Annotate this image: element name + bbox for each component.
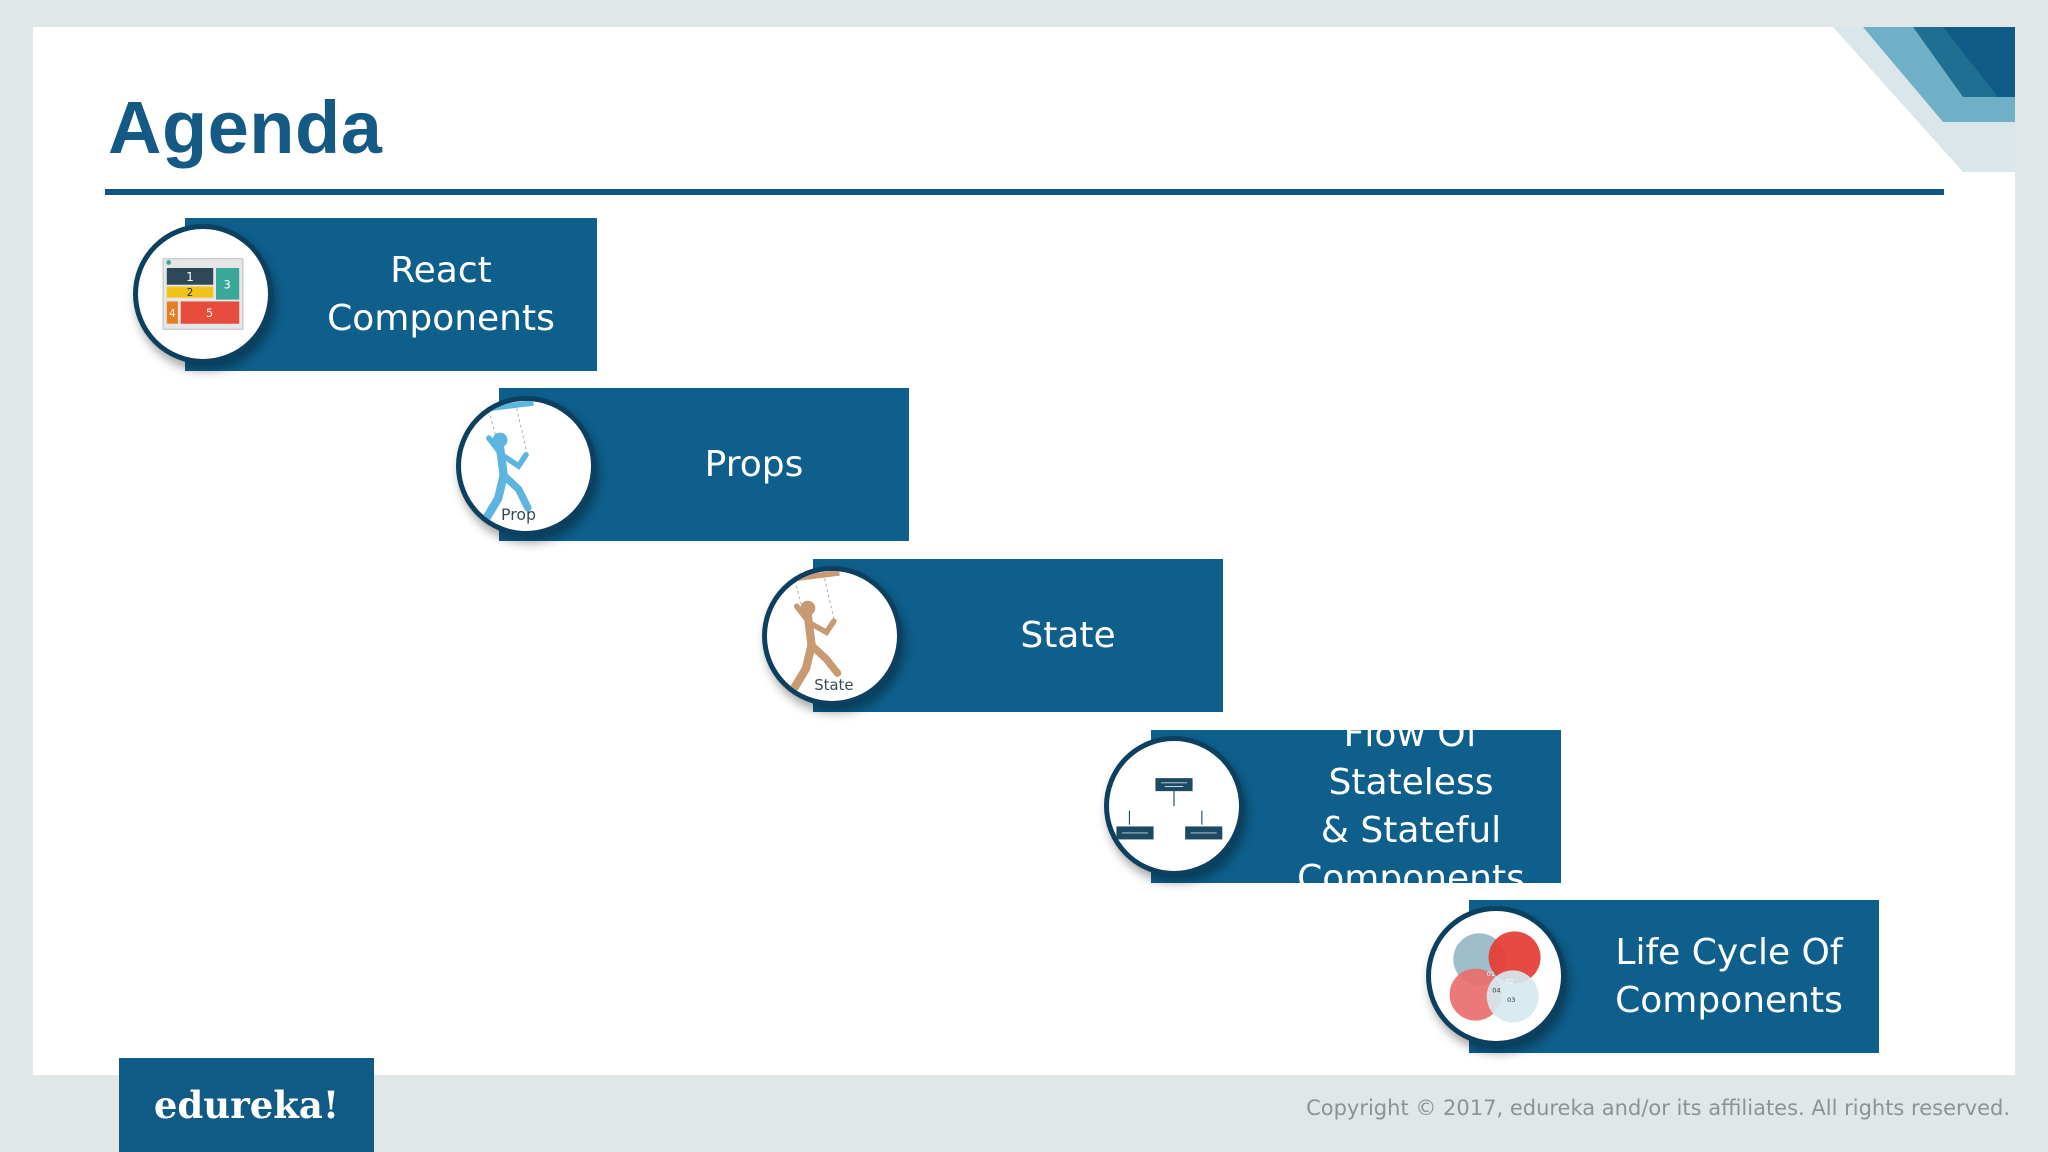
svg-text:02: 02 — [1505, 977, 1513, 985]
svg-text:2: 2 — [187, 288, 194, 299]
title-underline — [105, 189, 1944, 195]
agenda-item-label: Props — [704, 443, 804, 485]
lifecycle-venn-icon: 04 02 03 01 — [1426, 906, 1566, 1046]
svg-text:04: 04 — [1492, 987, 1500, 995]
agenda-item-label: Life Cycle Of Components — [1615, 931, 1843, 1021]
page-title: Agenda — [108, 86, 383, 169]
svg-text:03: 03 — [1507, 996, 1515, 1004]
svg-text:1: 1 — [186, 270, 194, 284]
edureka-logo: edureka! — [119, 1058, 374, 1152]
slide: Agenda React Components 1 3 2 4 5 — [33, 27, 2015, 1075]
corner-decoration — [1833, 27, 2015, 172]
component-tree-icon — [1104, 736, 1244, 876]
agenda-item-label: Flow Of Stateless & Stateful Components — [1297, 713, 1525, 899]
agenda-item-label: State — [1020, 614, 1116, 656]
component-layout-icon: 1 3 2 4 5 — [133, 224, 273, 364]
svg-text:5: 5 — [206, 307, 213, 320]
puppet-props-icon: Prop — [456, 396, 596, 536]
svg-text:01: 01 — [1487, 970, 1495, 978]
icon-caption: Prop — [501, 505, 536, 524]
copyright-text: Copyright © 2017, edureka and/or its aff… — [1306, 1096, 2010, 1120]
svg-text:4: 4 — [169, 309, 176, 320]
agenda-item-label: React Components — [327, 249, 555, 339]
agenda-bar: React Components — [185, 218, 597, 371]
puppet-state-icon: State — [762, 566, 902, 706]
icon-caption: State — [814, 676, 853, 694]
svg-text:3: 3 — [224, 278, 231, 291]
